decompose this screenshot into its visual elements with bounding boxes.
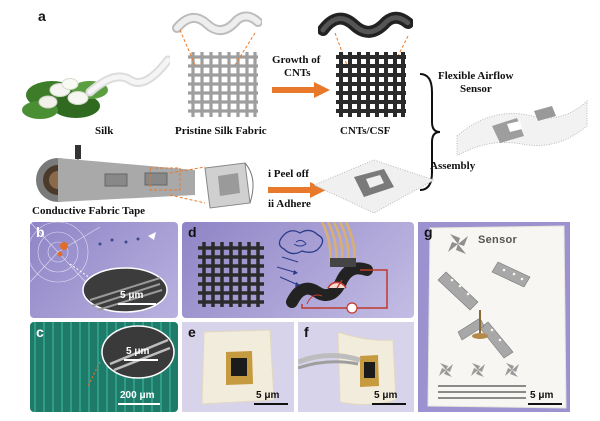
silk-label: Silk <box>95 125 114 137</box>
panel-f-letter: f <box>304 324 309 340</box>
panel-b-background <box>30 222 178 318</box>
panel-e-photo <box>182 322 294 412</box>
flexible-airflow-label-line1: Flexible Airflow <box>438 70 514 82</box>
flexible-airflow-label-line2: Sensor <box>460 83 492 95</box>
panel-c-main-scale-label: 200 μm <box>120 390 155 401</box>
conductive-tape-illustration <box>30 140 200 205</box>
panel-g-letter: g <box>424 224 433 240</box>
zoom-dashes-cnt <box>320 28 420 73</box>
fabric-electrode-illustration <box>314 155 434 215</box>
zoom-dashes-tape <box>170 165 210 205</box>
growth-arrow <box>272 82 330 98</box>
panel-g-scale-bar <box>528 403 562 405</box>
silk-fiber-illustration <box>172 10 262 40</box>
panel-g-scale-label: 5 μm <box>530 390 554 401</box>
panel-f-photo <box>298 322 414 412</box>
panel-d-letter: d <box>188 224 197 240</box>
cnts-csf-fabric-illustration <box>336 52 406 117</box>
growth-label-line2: CNTs <box>284 67 311 79</box>
flexible-sensor-illustration <box>452 96 592 156</box>
panel-c-main-scale-bar <box>118 403 160 405</box>
panel-c-inset-scale-label: 5 μm <box>126 346 150 357</box>
cnts-csf-label: CNTs/CSF <box>340 125 391 137</box>
adhere-label: ii Adhere <box>268 198 311 210</box>
panel-b-scale-bar <box>118 303 156 305</box>
peel-adhere-arrow <box>268 182 326 198</box>
panel-e-letter: e <box>188 324 196 340</box>
panel-c-letter: c <box>36 324 44 340</box>
peeled-tape-illustration <box>200 158 260 213</box>
assembly-label: Assembly <box>430 160 476 172</box>
pristine-fabric-illustration <box>188 52 258 117</box>
panel-f-scale-bar <box>372 403 406 405</box>
zoom-dashes-pristine <box>160 25 270 75</box>
panel-a-letter: a <box>38 8 46 24</box>
silk-cocoon-illustration <box>20 40 170 125</box>
panel-g-photo <box>418 222 570 412</box>
panel-c-inset-scale-bar <box>124 359 158 361</box>
panel-e-scale-label: 5 μm <box>256 390 280 401</box>
pristine-silk-fabric-label: Pristine Silk Fabric <box>175 125 267 137</box>
panel-d-background <box>182 222 414 318</box>
growth-label-line1: Growth of <box>272 54 321 66</box>
panel-e-scale-bar <box>254 403 288 405</box>
panel-f-scale-label: 5 μm <box>374 390 398 401</box>
peel-off-label: i Peel off <box>268 168 309 180</box>
cnt-fiber-illustration <box>318 10 413 42</box>
panel-b-letter: b <box>36 224 45 240</box>
conductive-fabric-tape-label: Conductive Fabric Tape <box>32 205 146 217</box>
panel-b-scale-label: 5 μm <box>120 290 144 301</box>
panel-g-sensor-text: Sensor <box>478 234 518 246</box>
panel-c-background <box>30 322 178 412</box>
